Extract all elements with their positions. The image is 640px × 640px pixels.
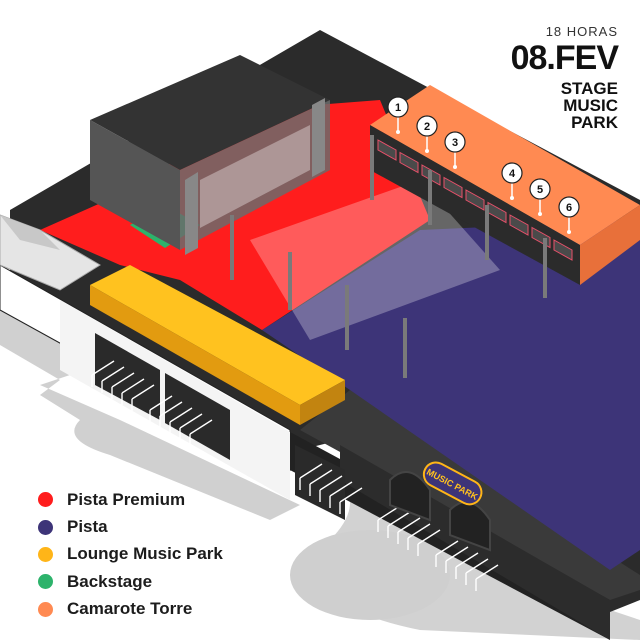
camarote-marker-pin: 1 [387,96,409,134]
pillars [230,135,547,378]
zone-camarote-side [580,205,640,285]
pillar [543,238,547,298]
camarote-marker-pin: 3 [444,131,466,169]
legend-item-lounge: Lounge Music Park [38,541,223,568]
camarote-box-marker [443,176,463,199]
venue-name: STAGE MUSIC PARK [561,80,618,131]
pillar [485,205,489,260]
marker-label: 3 [452,137,458,149]
legend-dot [38,601,53,617]
pillar [345,285,349,350]
entrance-gate [149,395,213,446]
entrance-gate [299,463,363,514]
camarote-box-marker [377,139,397,161]
stage-front [180,100,330,250]
zone-lounge-top [90,265,345,405]
camarote-box-marker [553,239,573,261]
stage-opening [200,125,310,228]
camarote-box-marker [399,151,419,174]
stage-roof [90,55,330,170]
entrance-gate [91,360,155,411]
marker-label: 1 [395,102,401,114]
stage-left [90,120,180,250]
legend-item-pista-premium: Pista Premium [38,486,223,513]
entrance-gate [435,540,499,591]
marker-label: 4 [509,168,516,180]
pillar [403,318,407,378]
marker-label: 5 [537,184,543,196]
zone-pista [262,220,640,570]
legend-dot [38,519,53,535]
event-time: 18 HORAS [545,24,618,39]
legend-label: Backstage [67,571,153,591]
legend-dot [38,492,53,508]
legend-label: Pista Premium [67,489,186,509]
door-3 [295,445,345,520]
arch-1 [389,471,431,522]
camarote-marker-pin: 5 [529,178,551,216]
camarote-marker-pin: 4 [501,162,523,200]
legend-item-camarote: Camarote Torre [38,596,223,623]
legend-label: Lounge Music Park [67,544,223,564]
camarote-marker-pin: 6 [558,196,580,234]
marker-label: 6 [566,202,572,214]
camarote-box-marker [509,214,529,236]
tent-roof [0,215,60,250]
venue-line-1: STAGE [560,79,618,98]
arch-2 [449,501,491,552]
venue-line-3: PARK [571,113,618,132]
entrance-gate [377,505,441,556]
pillar [428,170,432,225]
pillar [370,135,374,200]
walkway-plaza [290,530,450,620]
camarote-box-marker [465,189,485,211]
legend: Pista Premium Pista Lounge Music Park Ba… [38,486,223,623]
camarote-markers: 1 2 3 4 5 6 [387,96,580,234]
pillar [288,252,292,310]
zone-lounge-side [300,380,345,425]
zone-lounge-front [90,285,300,425]
pillar [230,215,234,280]
stage-truss-right [312,98,325,177]
legend-label: Pista [67,517,108,537]
legend-item-pista: Pista [38,513,223,540]
venue-line-2: MUSIC [563,96,618,115]
entrance-gate-icon [91,360,499,591]
legend-item-backstage: Backstage [38,568,223,595]
camarote-marker-pin: 2 [416,115,438,153]
event-date: 08.FEV [510,39,619,77]
legend-dot [38,546,53,562]
camarote-boxes [377,139,573,261]
stage-floor [250,180,500,340]
legend-dot [38,574,53,590]
legend-label: Camarote Torre [67,599,193,619]
stage-truss-left [185,172,198,255]
marker-label: 2 [424,121,430,133]
